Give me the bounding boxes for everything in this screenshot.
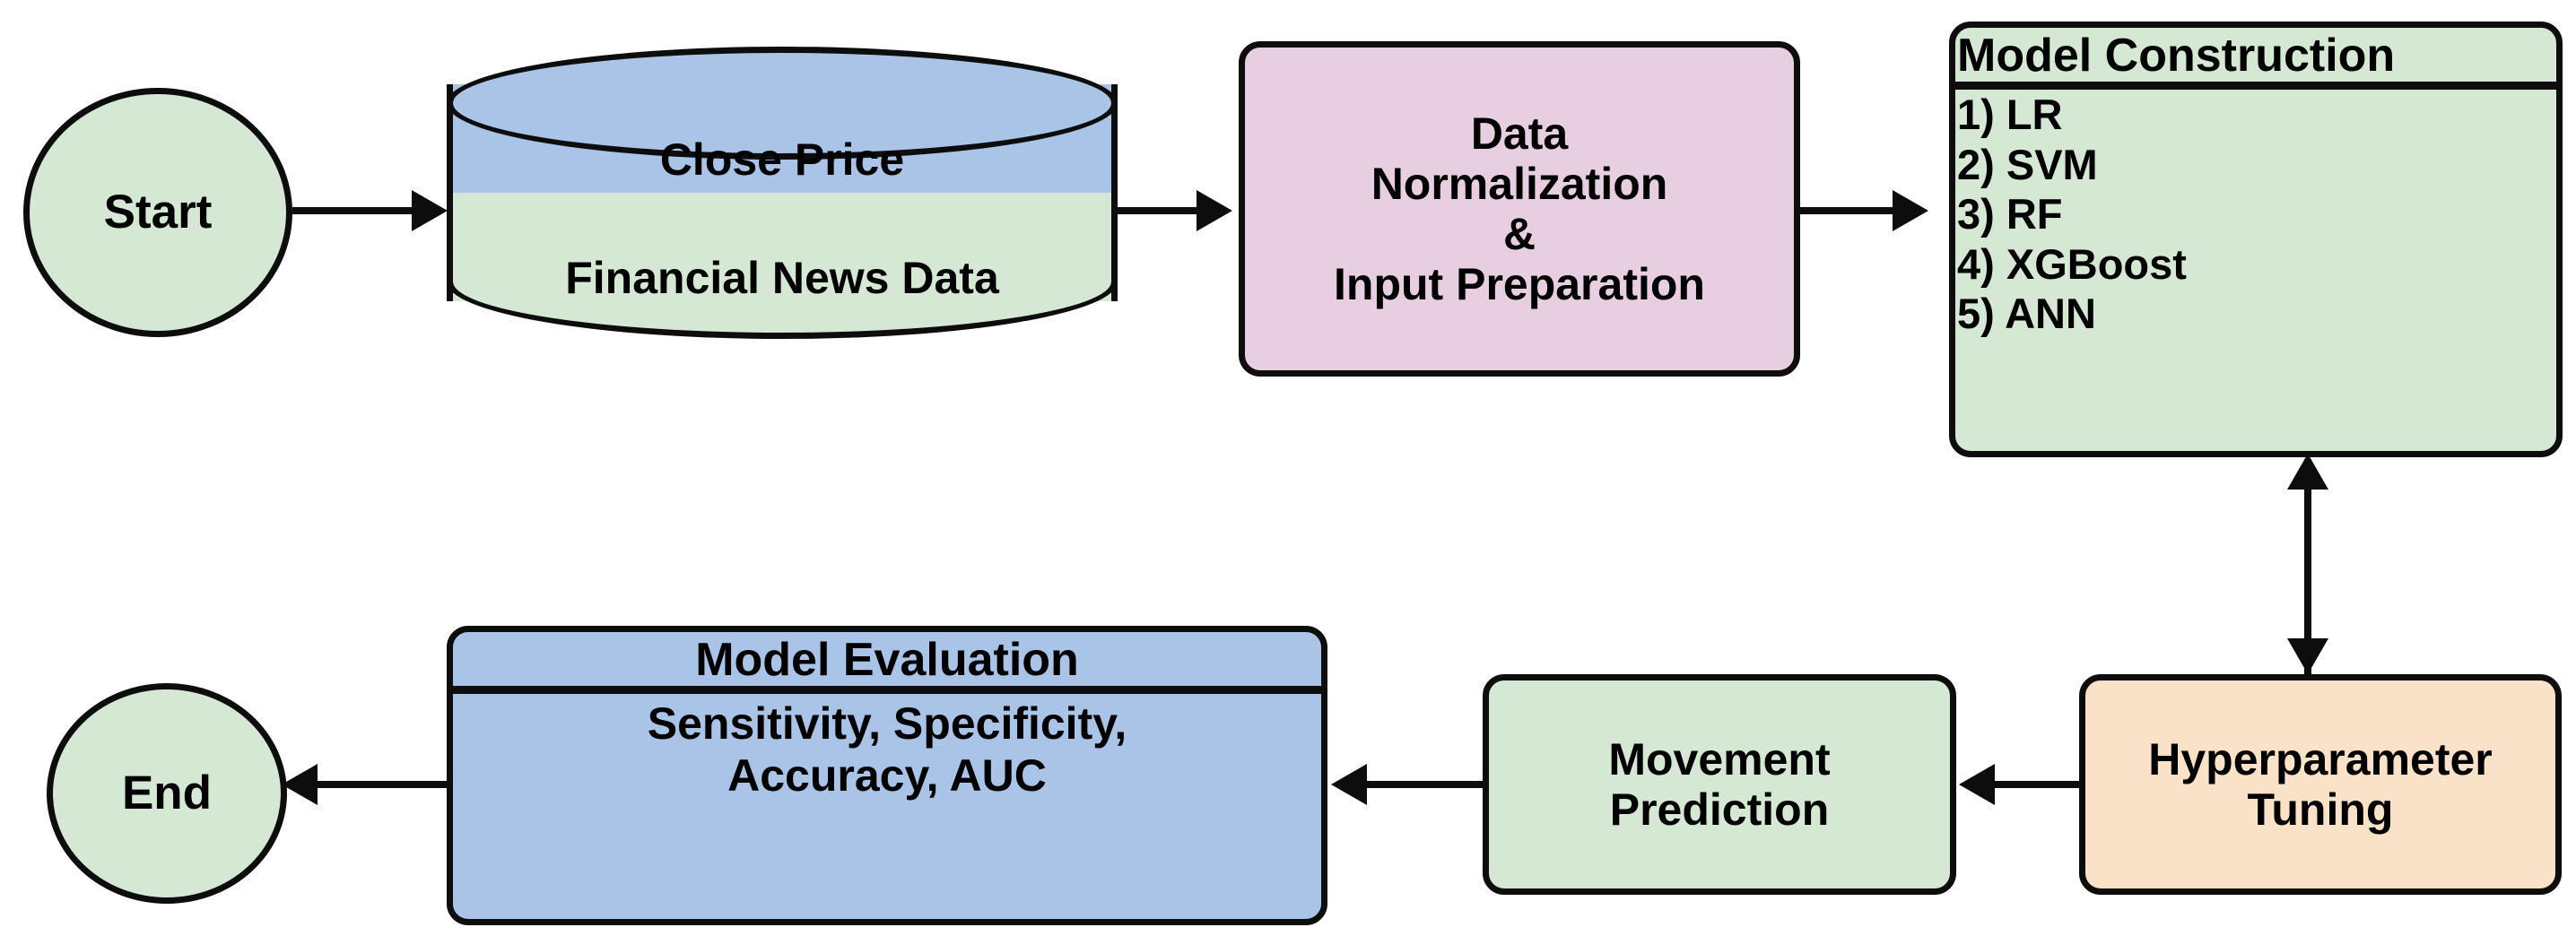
normalization-line-1: Data (1470, 108, 1569, 159)
node-data-normalization[interactable]: Data Normalization & Input Preparation (1239, 41, 1800, 377)
movement-prediction-line-1: Movement (1608, 734, 1831, 784)
model-list-item: 1) LR (1957, 91, 2063, 139)
movement-prediction-line-2: Prediction (1609, 784, 1830, 835)
node-start-label: Start (103, 186, 213, 239)
node-datastore[interactable]: Close Price Financial News Data (447, 47, 1118, 339)
arrowhead-right-icon (1893, 190, 1928, 231)
model-evaluation-divider (453, 686, 1321, 695)
arrowhead-left-icon (1331, 764, 1367, 805)
node-end-label: End (121, 767, 213, 820)
model-evaluation-metrics: Sensitivity, Specificity, Accuracy, AUC (453, 694, 1321, 802)
hyperparameter-line-2: Tuning (2247, 784, 2394, 835)
model-list-item: 5) ANN (1957, 290, 2096, 338)
datastore-primary-label: Close Price (659, 134, 905, 185)
normalization-line-2: Normalization (1371, 159, 1668, 209)
node-hyperparameter-tuning[interactable]: Hyperparameter Tuning (2079, 674, 2562, 895)
edge-line (1367, 781, 1484, 788)
arrowhead-up-icon (2287, 454, 2328, 490)
model-construction-list: 1) LR 2) SVM 3) RF 4) XGBoost 5) ANN (1955, 90, 2556, 338)
edge-line (1118, 207, 1207, 214)
normalization-line-3: & (1502, 209, 1536, 259)
arrowhead-down-icon (2287, 638, 2328, 674)
model-construction-divider (1955, 82, 2556, 91)
arrowhead-left-icon (282, 764, 318, 805)
node-start[interactable]: Start (23, 88, 292, 337)
node-model-evaluation[interactable]: Model Evaluation Sensitivity, Specificit… (447, 626, 1327, 925)
model-evaluation-title: Model Evaluation (695, 634, 1079, 686)
model-list-item: 4) XGBoost (1957, 239, 2187, 288)
edge-line (1800, 207, 1903, 214)
datastore-secondary-label: Financial News Data (565, 253, 999, 303)
hyperparameter-line-1: Hyperparameter (2148, 734, 2493, 784)
cylinder-top-cap (447, 47, 1118, 160)
cylinder-bottom-cap (447, 226, 1118, 339)
arrowhead-right-icon (412, 190, 448, 231)
edge-line (2304, 459, 2311, 674)
edge-line (292, 207, 431, 214)
edge-line (318, 781, 450, 788)
metric-line: Sensitivity, Specificity, (647, 698, 1127, 750)
metric-line: Accuracy, AUC (727, 750, 1047, 802)
model-construction-title: Model Construction (1957, 30, 2396, 82)
arrowhead-right-icon (1197, 190, 1232, 231)
node-end[interactable]: End (47, 683, 287, 904)
edge-line (1995, 781, 2081, 788)
model-list-item: 3) RF (1957, 190, 2063, 238)
arrowhead-left-icon (1959, 764, 1995, 805)
model-list-item: 2) SVM (1957, 140, 2098, 188)
node-movement-prediction[interactable]: Movement Prediction (1483, 674, 1956, 895)
node-model-construction[interactable]: Model Construction 1) LR 2) SVM 3) RF 4)… (1949, 22, 2563, 457)
normalization-line-4: Input Preparation (1334, 259, 1705, 309)
